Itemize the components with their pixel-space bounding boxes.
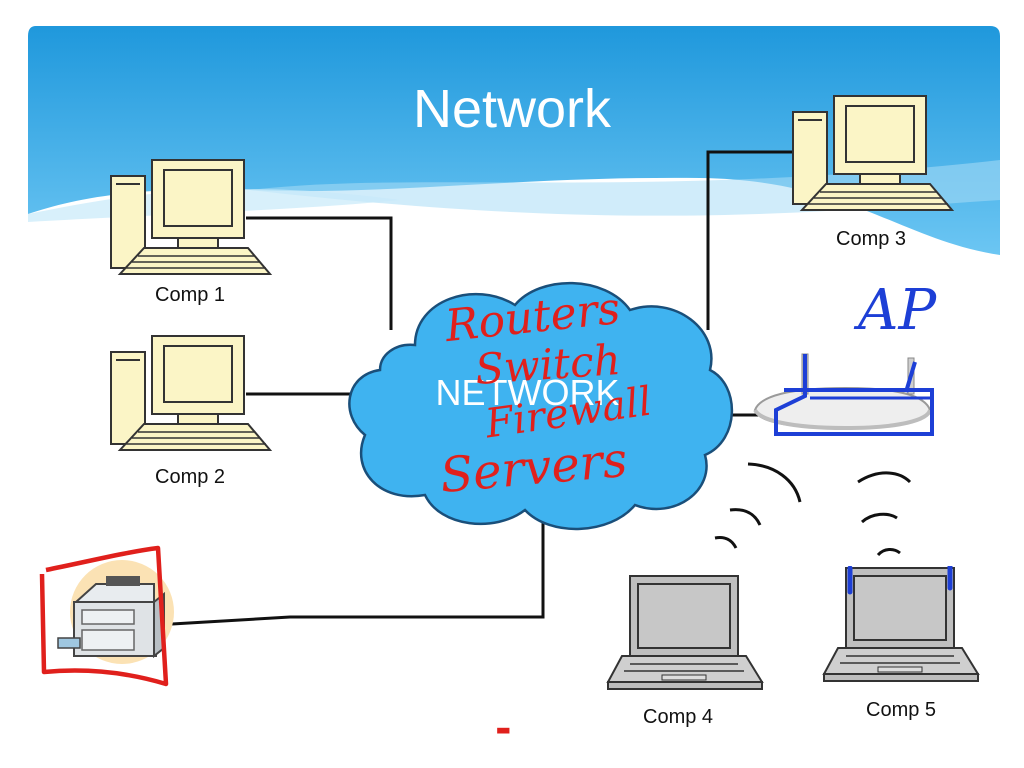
wireless-router-icon <box>753 353 934 436</box>
cloud-icon <box>348 281 734 531</box>
comp-1-label: Comp 1 <box>155 284 226 306</box>
desktop-computer-icon <box>110 159 273 275</box>
comp-2-label: Comp 2 <box>155 466 226 488</box>
handwriting-dash: - <box>495 706 512 752</box>
slide-title: Network <box>412 79 612 139</box>
comp-5-label: Comp 5 <box>866 699 937 721</box>
comp-3-label: Comp 3 <box>836 228 907 250</box>
handwriting-servers: Servers <box>437 431 630 505</box>
comp-4-label: Comp 4 <box>643 706 714 728</box>
cloud-label: NETWORK <box>435 372 620 413</box>
cloud-handwriting: Routers Switch Firewall Servers <box>437 283 700 532</box>
laptop-icon <box>606 575 764 690</box>
handwriting-ap: AP <box>858 278 937 343</box>
wifi-signal-icon <box>714 462 912 557</box>
printer-icon <box>39 545 174 687</box>
desktop-computer-icon <box>792 95 955 211</box>
desktop-computer-icon <box>110 335 273 451</box>
laptop-icon <box>822 566 980 682</box>
